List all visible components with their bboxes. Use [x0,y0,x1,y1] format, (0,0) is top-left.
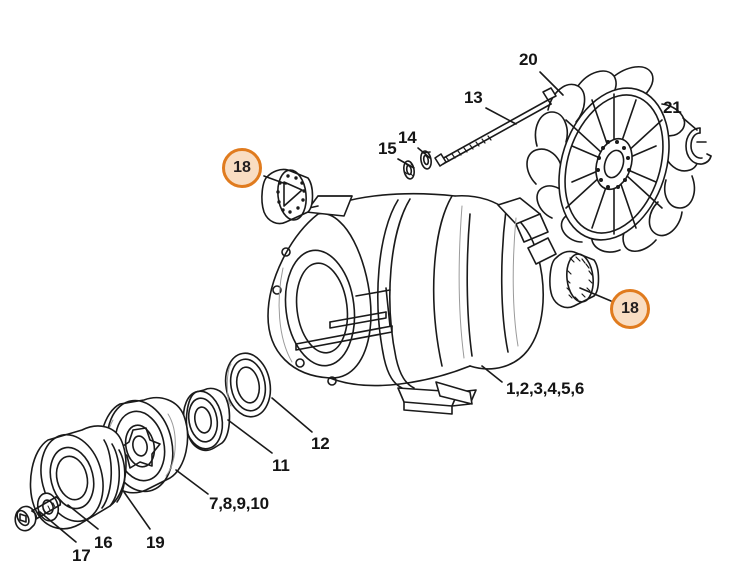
leader-lbl-12 [271,397,313,433]
lbl-20: 20 [519,50,538,69]
lbl-16: 16 [94,533,113,552]
lbl-19: 19 [146,533,165,552]
part-brush-holder-right [549,250,600,309]
part-brush-holder-left [261,168,314,225]
lbl-15: 15 [378,139,397,158]
lbl-21: 21 [663,98,682,117]
leader-lbl-20 [539,71,564,96]
leader-lbl-15 [397,158,415,169]
leader-lbl-13 [485,107,517,125]
leader-lbl-11 [227,419,273,454]
leader-callout-18-left [263,175,287,185]
lbl-17: 17 [72,546,91,565]
part-washer-14 [420,150,432,170]
leader-lbl-17 [39,511,77,543]
lbl-78910: 7,8,9,10 [209,494,269,513]
lbl-14: 14 [398,128,417,147]
lbl-12: 12 [311,434,330,453]
lbl-11: 11 [272,456,290,475]
lbl-123456: 1,2,3,4,5,6 [506,379,585,398]
callout-18-right[interactable]: 18 [610,289,650,329]
leader-lines [39,71,698,543]
leader-lbl-16 [67,504,99,530]
callout-18-left[interactable]: 18 [222,148,262,188]
leader-lbl-123456 [481,365,503,383]
part-cooling-fan [526,66,699,253]
part-motor-housing [267,192,557,415]
part-through-bolt [434,87,557,167]
leader-lbl-19 [123,491,151,530]
leader-lbl-14 [417,147,431,159]
lbl-13: 13 [464,88,483,107]
leader-callout-18-right [579,287,612,302]
part-socket-screw [14,496,62,532]
leader-lbl-21 [682,117,698,131]
part-bearing-12 [224,352,272,418]
part-circlip [685,127,712,165]
leader-lbl-78910 [175,469,209,495]
